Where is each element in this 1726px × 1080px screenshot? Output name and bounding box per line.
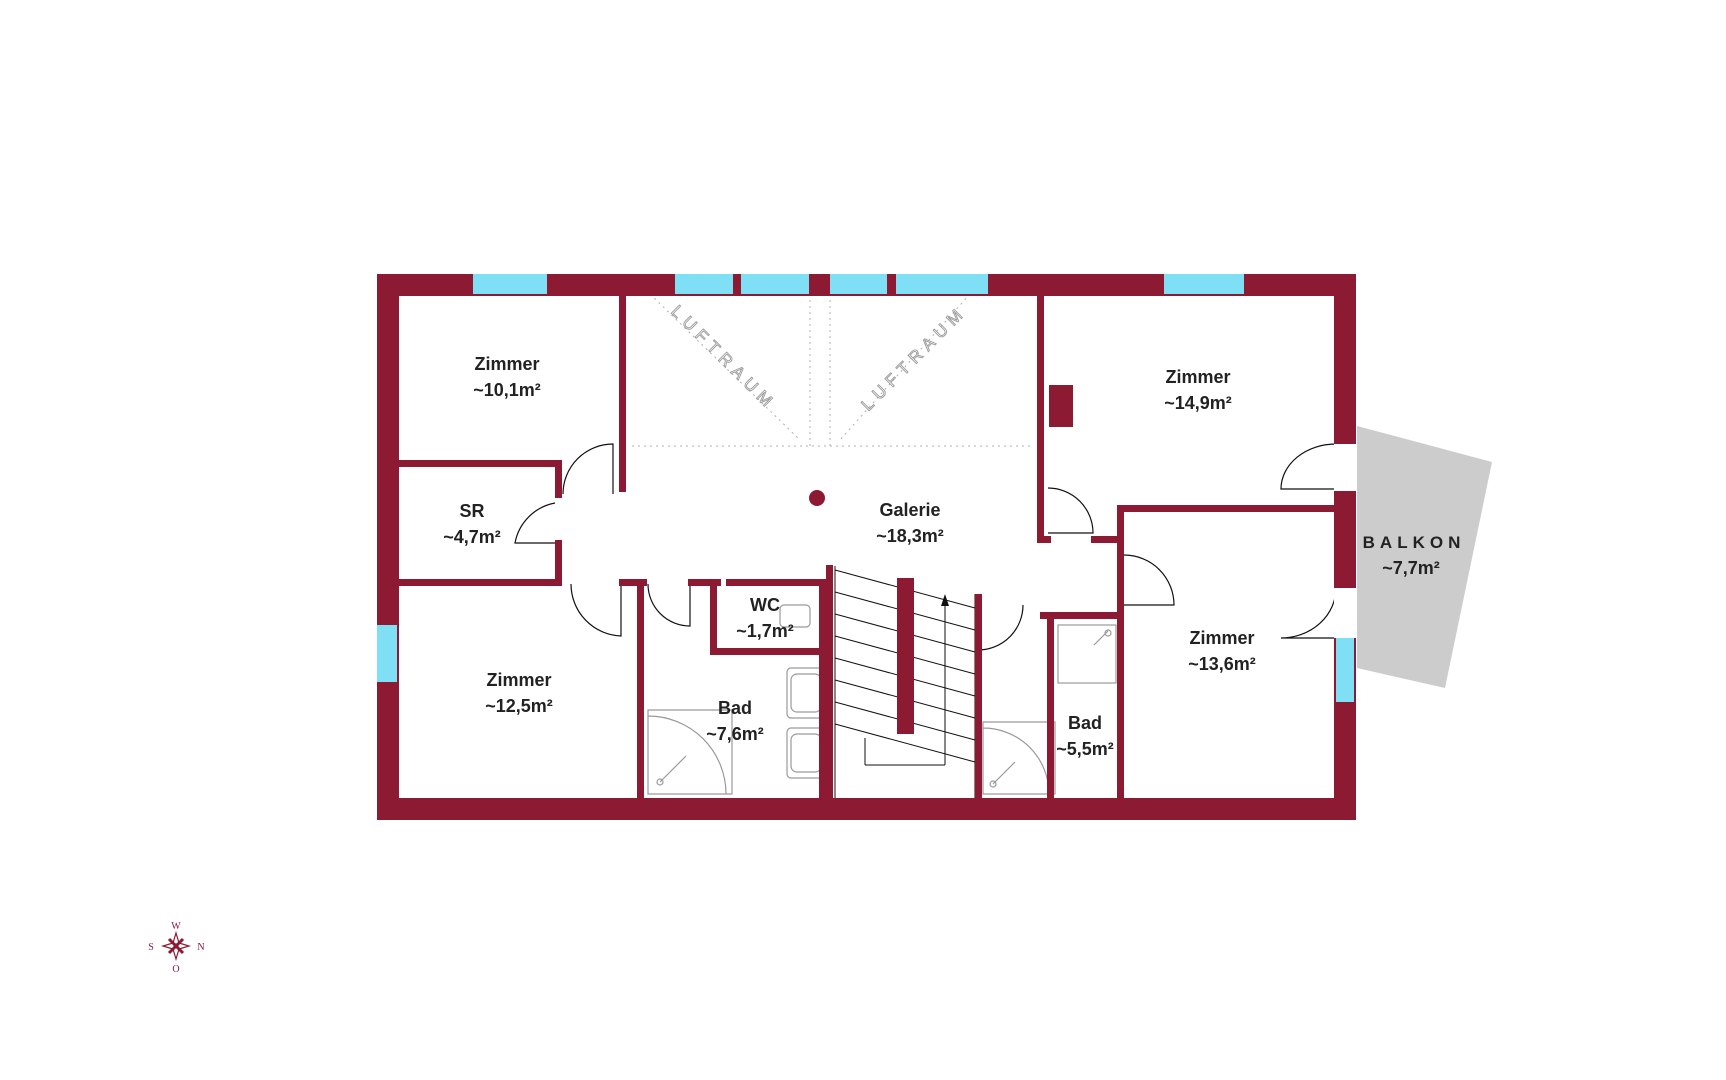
svg-text:~1,7m²: ~1,7m² (736, 621, 794, 641)
window-north-1 (473, 274, 547, 294)
svg-text:Galerie: Galerie (879, 500, 940, 520)
svg-text:Zimmer: Zimmer (474, 354, 539, 374)
svg-text:Zimmer: Zimmer (1189, 628, 1254, 648)
staircase (834, 566, 976, 800)
balcony-label: BALKON ~7,7m² (1363, 533, 1466, 578)
balcony-area (1357, 426, 1492, 688)
svg-text:Bad: Bad (1068, 713, 1102, 733)
door-zimmer-ne (1047, 487, 1094, 534)
room-label-galerie: Galerie ~18,3m² (876, 500, 944, 546)
svg-text:SR: SR (459, 501, 484, 521)
shower-bad-1 (647, 709, 733, 795)
luftraum-label-right: LUFTRAUM (858, 302, 971, 415)
svg-text:Zimmer: Zimmer (1165, 367, 1230, 387)
window-west (377, 625, 397, 682)
svg-text:Zimmer: Zimmer (486, 670, 551, 690)
svg-text:~7,7m²: ~7,7m² (1382, 558, 1440, 578)
doors (514, 443, 1337, 651)
window-north-6 (1164, 274, 1244, 294)
windows (377, 274, 1354, 702)
svg-text:~5,5m²: ~5,5m² (1056, 739, 1114, 759)
shower-tray-bad-2 (1057, 624, 1117, 684)
svg-text:~4,7m²: ~4,7m² (443, 527, 501, 547)
fixtures (647, 604, 1117, 795)
svg-text:~12,5m²: ~12,5m² (485, 696, 553, 716)
room-label-zimmer-se: Zimmer ~13,6m² (1188, 628, 1256, 674)
window-north-5 (896, 274, 988, 294)
stair-core (897, 578, 914, 734)
room-label-zimmer-sw: Zimmer ~12,5m² (485, 670, 553, 716)
window-north-2 (675, 274, 733, 294)
svg-text:~10,1m²: ~10,1m² (473, 380, 541, 400)
opening-balcony-upper (1334, 444, 1356, 491)
compass-bottom: O (172, 964, 179, 975)
svg-text:Bad: Bad (718, 698, 752, 718)
door-sr (514, 502, 556, 544)
compass-left: S (148, 942, 154, 953)
svg-text:WC: WC (750, 595, 780, 615)
door-bad-1 (647, 583, 691, 627)
room-label-sr: SR ~4,7m² (443, 501, 501, 547)
opening-balcony-lower (1334, 588, 1356, 638)
window-north-4 (830, 274, 887, 294)
window-north-3 (741, 274, 809, 294)
door-zimmer-sw (570, 583, 622, 637)
walls (377, 274, 1356, 820)
door-balcony-upper (1280, 443, 1337, 490)
svg-text:BALKON: BALKON (1363, 533, 1466, 552)
room-label-wc: WC ~1,7m² (736, 595, 794, 641)
room-label-bad-2: Bad ~5,5m² (1056, 713, 1114, 759)
door-balcony-lower (1280, 587, 1337, 639)
toilet-wc (779, 604, 811, 628)
stair-arrow-icon (941, 594, 949, 606)
luftraum-label-left: LUFTRAUM (667, 302, 780, 415)
svg-text:~14,9m²: ~14,9m² (1164, 393, 1232, 413)
door-bad-2 (977, 604, 1024, 651)
door-zimmer-se (1123, 554, 1175, 606)
compass-right: N (197, 942, 204, 953)
svg-text:~7,6m²: ~7,6m² (706, 724, 764, 744)
compass-rose-icon: W N O S (148, 921, 204, 975)
chimney (1049, 385, 1073, 427)
svg-text:~13,6m²: ~13,6m² (1188, 654, 1256, 674)
window-east (1336, 638, 1354, 702)
room-label-bad-1: Bad ~7,6m² (706, 698, 764, 744)
column-point (809, 490, 825, 506)
room-label-zimmer-nw: Zimmer ~10,1m² (473, 354, 541, 400)
door-zimmer-nw (562, 443, 614, 495)
svg-text:~18,3m²: ~18,3m² (876, 526, 944, 546)
luftraum-region: LUFTRAUM LUFTRAUM (632, 293, 1030, 447)
room-label-zimmer-ne: Zimmer ~14,9m² (1164, 367, 1232, 413)
compass-top: W (171, 921, 181, 932)
